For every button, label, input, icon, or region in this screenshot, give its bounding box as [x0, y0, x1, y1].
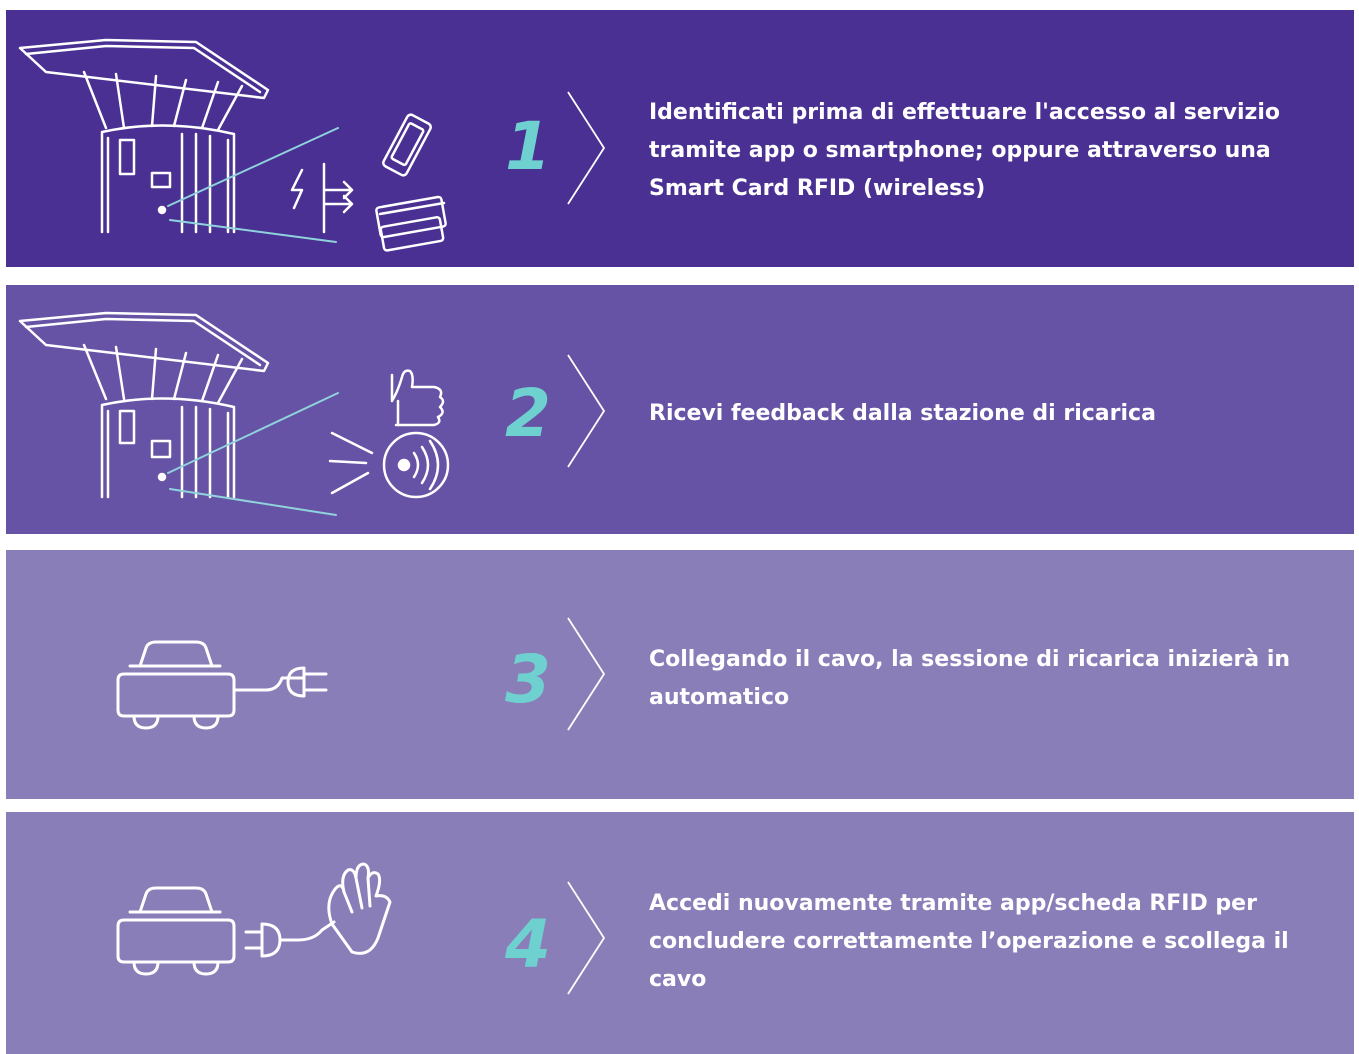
step-3: 3 Collegando il cavo, la sessione di ric…	[6, 550, 1354, 799]
step-4-illustration	[6, 812, 486, 1054]
chevron-right-icon	[566, 90, 606, 206]
arrow-split-icon	[322, 162, 354, 234]
lightning-icon	[290, 168, 304, 210]
smartphone-icon	[382, 113, 432, 177]
plug-icon	[244, 920, 336, 958]
step-number: 2	[505, 375, 551, 452]
car-icon	[116, 886, 236, 976]
card-icon	[375, 195, 447, 252]
step-number: 1	[505, 108, 551, 185]
step-description: Ricevi feedback dalla stazione di ricari…	[649, 401, 1156, 426]
step-1: 1 Identificati prima di effettuare l'acc…	[6, 10, 1354, 267]
charging-station-icon	[18, 311, 270, 499]
step-2: 2 Ricevi feedback dalla stazione di rica…	[6, 285, 1354, 534]
step-description: Collegando il cavo, la sessione di ricar…	[649, 647, 1291, 710]
step-3-illustration	[6, 550, 486, 799]
plug-icon	[232, 666, 328, 698]
thumbs-up-icon	[390, 369, 445, 427]
chevron-right-icon	[566, 616, 606, 732]
chevron-right-icon	[566, 880, 606, 996]
chevron-right-icon	[566, 353, 606, 469]
step-description: Identificati prima di effettuare l'acces…	[649, 100, 1280, 201]
step-2-illustration	[6, 285, 486, 534]
step-number: 4	[505, 906, 551, 983]
step-1-illustration	[6, 10, 486, 267]
hand-wave-icon	[327, 862, 392, 955]
step-4: 4 Accedi nuovamente tramite app/scheda R…	[6, 812, 1354, 1054]
step-number: 3	[505, 641, 551, 718]
step-description: Accedi nuovamente tramite app/scheda RFI…	[649, 891, 1289, 992]
car-icon	[116, 640, 236, 730]
nfc-signal-icon	[382, 431, 450, 499]
charging-station-icon	[18, 38, 270, 234]
